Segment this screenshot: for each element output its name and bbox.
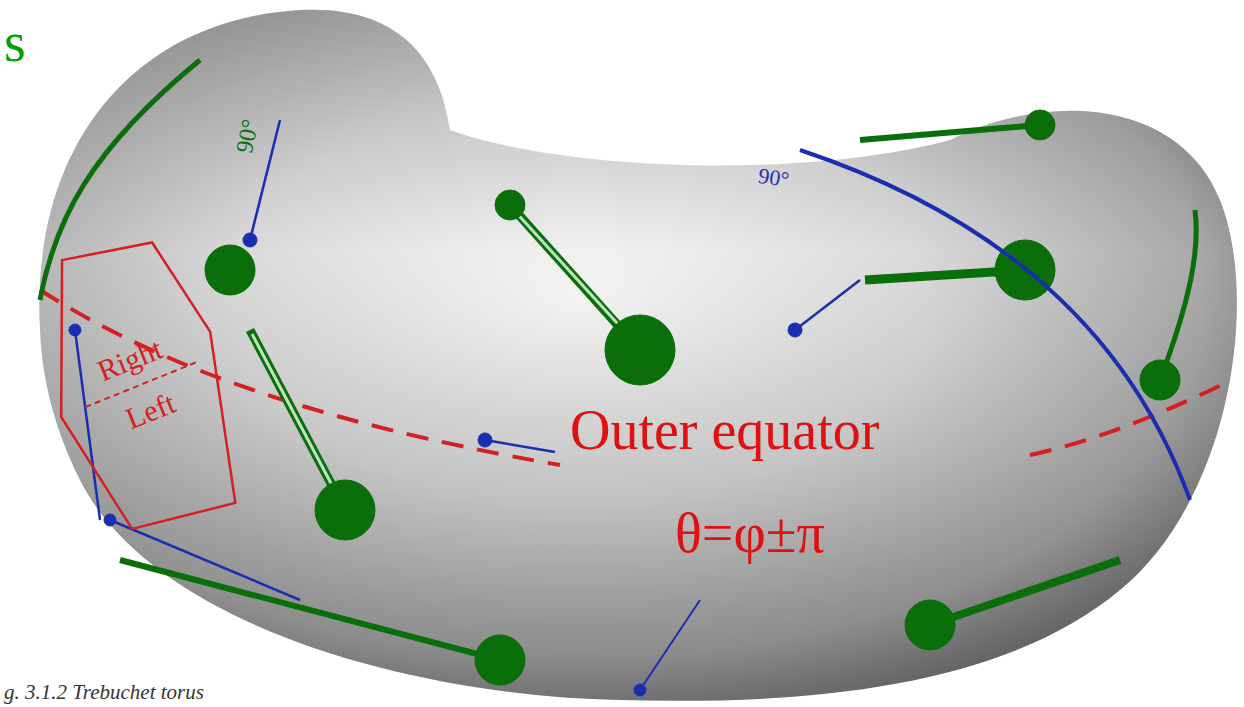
direction-label: Left bbox=[121, 386, 180, 435]
section-letter: s bbox=[4, 14, 26, 70]
equator-line bbox=[1030, 380, 1232, 455]
green-dumbbells bbox=[40, 60, 1196, 685]
direction-label: Right bbox=[93, 332, 167, 388]
equator-line bbox=[40, 290, 560, 465]
figure-caption: g. 3.1.2 Trebuchet torus bbox=[4, 682, 204, 703]
equator-label: Outer equator bbox=[570, 402, 879, 458]
equator-formula: θ=φ±π bbox=[675, 505, 825, 561]
torus-surface bbox=[39, 10, 1237, 701]
angle-label: 90° bbox=[757, 165, 791, 191]
blue-markers bbox=[69, 120, 1190, 696]
torus-shadow bbox=[39, 10, 1237, 701]
